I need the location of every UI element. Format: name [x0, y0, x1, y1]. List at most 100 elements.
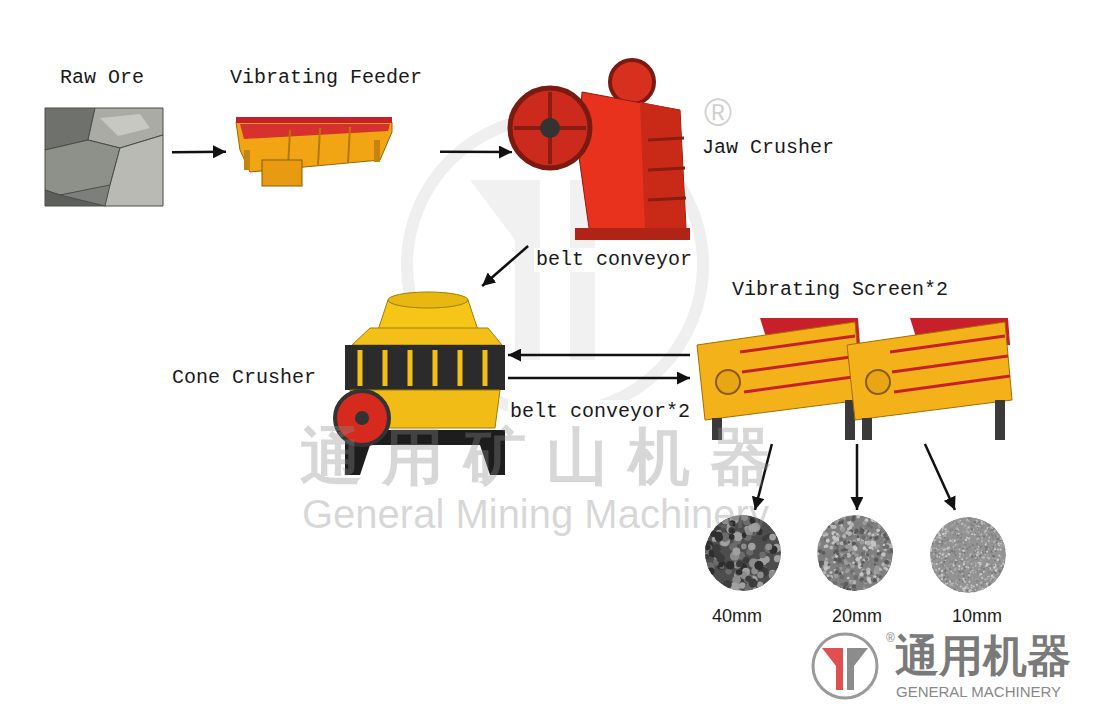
gravel-stone [832, 522, 835, 525]
gravel-stone [956, 587, 958, 589]
vibrating-feeder-picture [318, 128, 320, 165]
conveyor-arrow [508, 377, 690, 380]
gravel-stone [1001, 543, 1002, 544]
gravel-stone [731, 582, 740, 591]
gravel-stone [963, 563, 965, 565]
gravel-stone [971, 563, 973, 565]
gravel-stone [996, 561, 998, 563]
gravel-stone [968, 518, 970, 520]
gravel-stone [939, 552, 941, 554]
gravel-stone [981, 551, 984, 554]
edge-label: belt conveyor*2 [508, 400, 692, 424]
gravel-stone [890, 544, 894, 548]
gravel-stone [964, 524, 967, 527]
gravel-stone [950, 526, 951, 527]
gravel-stone [989, 565, 990, 566]
gravel-stone [860, 528, 865, 533]
gravel-stone [840, 527, 845, 532]
gravel-stone [972, 547, 974, 549]
gravel-stone [992, 546, 994, 548]
gravel-stone [987, 543, 988, 544]
gravel-stone [852, 580, 856, 584]
gravel-stone [849, 580, 853, 584]
gravel-stone [998, 556, 999, 557]
gravel-stone [993, 566, 995, 568]
gravel-stone [1002, 562, 1004, 564]
gravel-stone [950, 571, 952, 573]
gravel-stone [945, 579, 948, 582]
gravel-stone [965, 578, 967, 580]
gravel-stone [952, 541, 953, 542]
gravel-stone [963, 531, 965, 533]
gravel-stone [973, 591, 975, 593]
gravel-stone [945, 550, 946, 551]
cone-crusher-picture [352, 328, 502, 345]
gravel-stone [977, 528, 978, 529]
gravel-stone [989, 526, 990, 527]
gravel-stone [969, 565, 971, 567]
gravel-stone [936, 537, 939, 540]
gravel-stone [989, 526, 991, 528]
gravel-stone [822, 551, 826, 555]
gravel-stone [970, 589, 971, 590]
gravel-stone [974, 555, 976, 557]
gravel-stone [946, 582, 948, 584]
gravel-stone [993, 541, 995, 543]
vibrating-screen-picture [740, 336, 855, 352]
gravel-stone [981, 576, 983, 578]
conveyor-arrow [508, 354, 690, 357]
gravel-stone [967, 548, 969, 550]
gravel-stone [992, 580, 993, 581]
gravel-stone [946, 572, 948, 574]
gravel-stone [934, 538, 935, 539]
gravel-stone [943, 575, 944, 576]
gravel-stone [990, 580, 992, 582]
gravel-stone [829, 571, 832, 574]
gravel-stone [866, 577, 871, 582]
gravel-stone [981, 577, 983, 579]
gravel-stone [939, 556, 941, 558]
gravel-stone [979, 560, 981, 562]
gravel-stone [872, 548, 875, 551]
conveyor-arrow [925, 444, 955, 510]
gravel-stone [988, 576, 989, 577]
gravel-stone [955, 582, 957, 584]
node-label: Vibrating Screen*2 [732, 278, 948, 302]
conveyor-arrow [440, 150, 512, 153]
gravel-stone [976, 520, 978, 522]
vibrating-feeder-picture [236, 117, 392, 186]
gravel-stone [978, 546, 980, 548]
gravel-stone [977, 534, 979, 536]
gravel-stone [972, 525, 974, 527]
jaw-crusher-picture [648, 198, 686, 200]
gravel-stone [939, 549, 940, 550]
gravel-stone [948, 531, 949, 532]
gravel-stone [979, 563, 981, 565]
gravel-stone [977, 570, 978, 571]
gravel-stone [963, 561, 965, 563]
gravel-stone [962, 549, 964, 551]
gravel-stone [957, 589, 958, 590]
gravel-stone [967, 532, 969, 534]
watermark-text: General Mining Machinery [302, 494, 769, 534]
gravel-stone [957, 520, 960, 523]
gravel-stone [824, 567, 828, 571]
gravel-stone [975, 558, 977, 560]
jaw-crusher-picture [578, 92, 686, 235]
gravel-stone [988, 568, 989, 569]
gravel-stone [995, 572, 996, 573]
gravel-stone [961, 523, 964, 526]
vibrating-screen-picture [866, 370, 890, 394]
gravel-stone [881, 552, 886, 557]
gravel-stone [939, 562, 941, 564]
gravel-stone [985, 543, 987, 545]
gravel-stone [992, 557, 994, 559]
company-logo [813, 634, 877, 698]
gravel-stone [946, 530, 948, 532]
gravel-stone [979, 575, 980, 576]
gravel-stone [968, 537, 971, 540]
vibrating-feeder-picture [244, 150, 250, 170]
gravel-stone [883, 533, 887, 537]
gravel-stone [982, 524, 984, 526]
gravel-stone [832, 561, 835, 564]
